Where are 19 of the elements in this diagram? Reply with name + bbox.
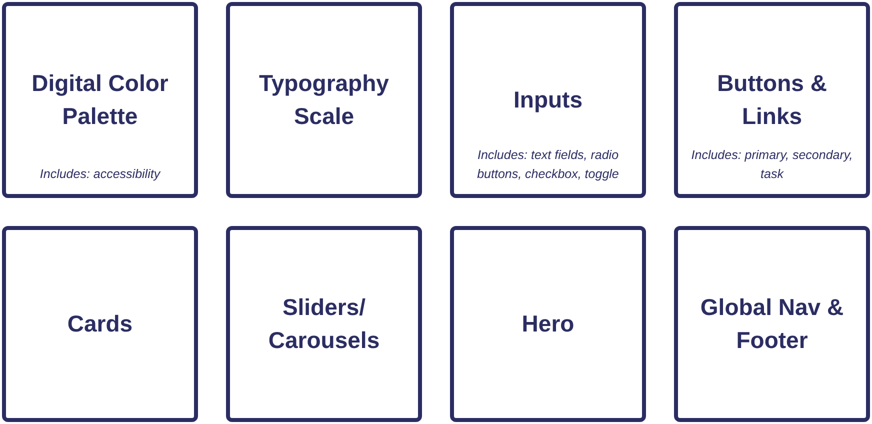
card-note: Includes: text fields, radio buttons, checkbox, toggle [476, 147, 620, 183]
card-title: Hero [520, 310, 576, 338]
topic-card [2, 226, 198, 422]
topic-card [674, 2, 870, 198]
card-title: Global Nav & Footer [699, 293, 845, 355]
topic-card [450, 2, 646, 198]
card-title: Digital Color Palette [30, 69, 170, 131]
card-note: Includes: accessibility [38, 166, 162, 183]
card-title: Inputs [512, 86, 584, 114]
topic-card [2, 2, 198, 198]
card-title: Cards [66, 310, 134, 338]
card-note: Includes: primary, secondary, task [690, 147, 854, 183]
card-title: Buttons & Links [716, 69, 828, 131]
topic-card [226, 2, 422, 198]
topic-card [450, 226, 646, 422]
card-title: Typography Scale [258, 69, 390, 131]
topic-card [674, 226, 870, 422]
card-title: Sliders/ Carousels [267, 293, 381, 355]
topic-card [226, 226, 422, 422]
